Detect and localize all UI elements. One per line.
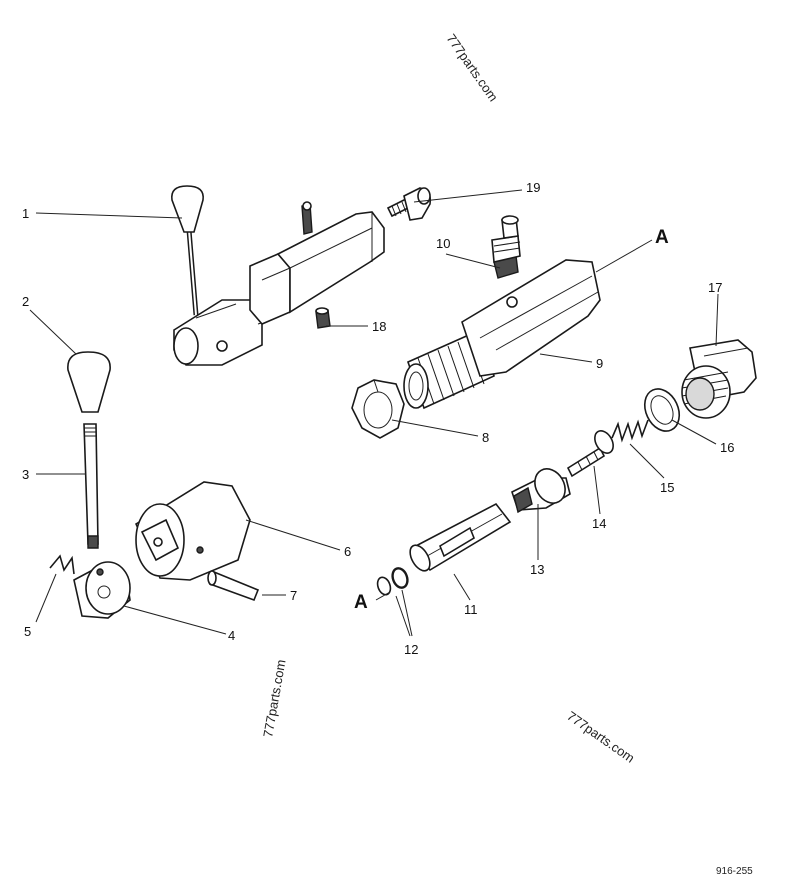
callout-6: 6	[344, 544, 351, 559]
lever-rod-part	[83, 423, 99, 549]
lever-assembly-part	[170, 185, 385, 366]
pin-part	[207, 570, 260, 602]
callout-11: 11	[464, 602, 478, 617]
gasket-ring-part	[643, 388, 681, 432]
valve-body-part	[403, 259, 601, 410]
valve-stem-part	[409, 502, 512, 572]
callout-9: 9	[596, 356, 603, 371]
grease-nipple-part	[491, 215, 521, 279]
small-spring-part	[49, 554, 75, 575]
section-mark-a-bottom: A	[354, 592, 368, 613]
callout-7: 7	[290, 588, 297, 603]
o-rings-part	[376, 567, 409, 596]
callout-12: 12	[404, 642, 418, 657]
hex-nut-part	[351, 379, 405, 439]
callout-17: 17	[708, 280, 722, 295]
section-mark-a-top: A	[655, 227, 669, 248]
watermark-bottom: 777parts.com	[564, 708, 637, 765]
plug-part	[681, 339, 757, 419]
elbow-fitting-part	[386, 187, 432, 221]
clevis-sleeve-part	[134, 481, 251, 581]
callout-2: 2	[22, 294, 29, 309]
callout-15: 15	[660, 480, 674, 495]
callout-1: 1	[22, 206, 29, 221]
valve-pin-part	[566, 430, 614, 478]
watermark-middle: 777parts.com	[260, 658, 288, 738]
callout-13: 13	[530, 562, 544, 577]
callout-19: 19	[526, 180, 540, 195]
collar-part	[73, 561, 131, 619]
callout-16: 16	[720, 440, 734, 455]
callout-14: 14	[592, 516, 606, 531]
watermark-top: 777parts.com	[444, 31, 501, 104]
leader-lines	[29, 189, 719, 637]
callout-8: 8	[482, 430, 489, 445]
callout-4: 4	[228, 628, 235, 643]
callout-5: 5	[24, 624, 31, 639]
spring-part	[611, 419, 649, 443]
callout-10: 10	[436, 236, 450, 251]
callout-3: 3	[22, 467, 29, 482]
valve-seat-part	[511, 468, 571, 514]
callout-18: 18	[372, 319, 386, 334]
small-nipple-part	[315, 307, 331, 329]
knob-part	[67, 351, 111, 413]
figure-number: 916-255	[716, 866, 753, 877]
